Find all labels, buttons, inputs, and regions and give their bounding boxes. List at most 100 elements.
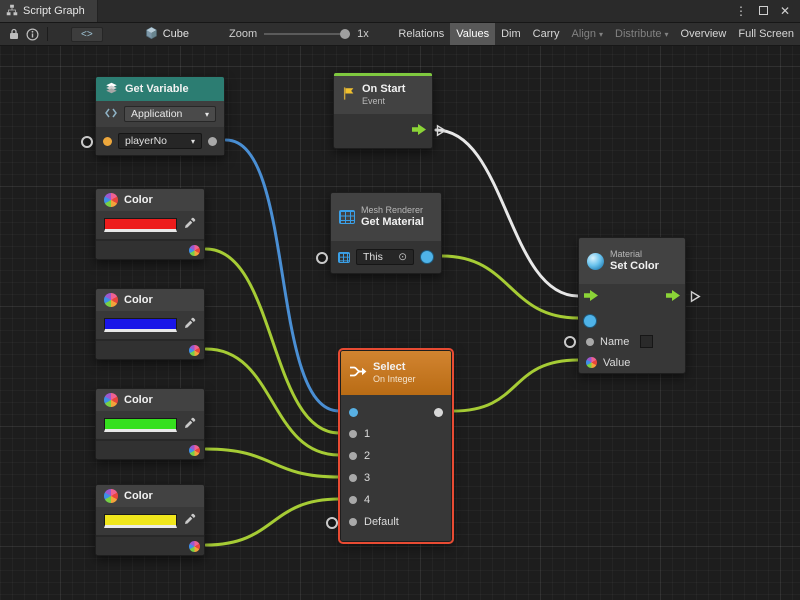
breadcrumb-root[interactable]: <> xyxy=(71,26,103,42)
node-title: Color xyxy=(124,194,153,206)
color-swatch[interactable] xyxy=(104,318,177,332)
color-swatch[interactable] xyxy=(104,418,177,432)
option-port[interactable] xyxy=(349,496,357,504)
info-icon[interactable] xyxy=(23,25,42,44)
maximize-icon[interactable] xyxy=(758,4,768,18)
option-label: 3 xyxy=(364,472,371,484)
zoom-label: Zoom xyxy=(228,28,258,40)
color-value-input-port[interactable] xyxy=(586,357,597,368)
color-output-port[interactable] xyxy=(189,444,200,456)
relations-button[interactable]: Relations xyxy=(398,28,445,40)
wire-color1-to-select-1[interactable] xyxy=(204,247,341,435)
color-output-port[interactable] xyxy=(189,344,200,356)
event-accent-strip xyxy=(334,73,432,76)
option-port[interactable] xyxy=(349,452,357,460)
name-input-port[interactable] xyxy=(586,337,594,346)
zoom-slider-handle[interactable] xyxy=(340,29,351,39)
node-header: Select On Integer xyxy=(341,351,451,395)
flow-output-port[interactable] xyxy=(666,290,680,304)
flow-input-port[interactable] xyxy=(584,290,598,304)
color-swatch[interactable] xyxy=(104,218,177,232)
zoom-value: 1x xyxy=(357,28,369,40)
color-wheel-icon xyxy=(104,193,118,207)
graph-target[interactable]: Cube xyxy=(145,26,189,43)
graph-target-label: Cube xyxy=(162,28,189,40)
variable-kind-icon xyxy=(104,107,118,122)
node-title: On Start xyxy=(362,83,406,95)
target-object-field[interactable]: This ⊙ xyxy=(356,249,414,265)
node-title: Select xyxy=(373,361,406,373)
eyedropper-icon[interactable] xyxy=(183,217,196,233)
unconnected-port-ring[interactable] xyxy=(81,136,93,148)
node-title: Get Variable xyxy=(125,83,189,95)
node-color-1[interactable]: Color xyxy=(95,188,205,260)
variable-scope-dropdown[interactable]: Application ▾ xyxy=(124,106,216,122)
selection-output-port[interactable] xyxy=(434,407,443,417)
eyedropper-icon[interactable] xyxy=(183,513,196,529)
color-output-port[interactable] xyxy=(189,540,200,552)
color-swatch[interactable] xyxy=(104,514,177,528)
unconnected-port-ring[interactable] xyxy=(564,336,576,348)
node-get-variable[interactable]: Get Variable Application ▾ playerNo ▾ xyxy=(81,76,225,156)
material-input-port[interactable] xyxy=(583,313,597,328)
close-icon[interactable]: ✕ xyxy=(779,4,790,18)
eyedropper-icon[interactable] xyxy=(183,317,196,333)
node-title: Color xyxy=(124,294,153,306)
zoom-slider-track[interactable] xyxy=(264,33,351,35)
variable-name-field[interactable]: playerNo ▾ xyxy=(118,133,202,149)
name-value-box[interactable] xyxy=(640,335,654,348)
wire-select-to-setcolor-value[interactable] xyxy=(451,358,580,413)
align-button[interactable]: Align▾ xyxy=(571,28,604,40)
wire-playerno-to-select[interactable] xyxy=(224,138,341,413)
lock-icon[interactable] xyxy=(4,25,23,44)
node-subtitle: On Integer xyxy=(373,374,416,385)
unconnected-port-ring[interactable] xyxy=(326,517,338,529)
wire-onstart-to-setcolor-flow[interactable] xyxy=(434,128,580,298)
material-output-port[interactable] xyxy=(420,250,434,264)
wire-color4-to-select-4[interactable] xyxy=(204,497,341,547)
wire-color2-to-select-2[interactable] xyxy=(204,347,341,457)
node-on-start[interactable]: On Start Event xyxy=(333,72,433,149)
node-color-2[interactable]: Color xyxy=(95,288,205,360)
option-port[interactable] xyxy=(349,430,357,438)
fullscreen-button[interactable]: Full Screen xyxy=(738,28,794,40)
zoom-slider[interactable] xyxy=(264,28,351,40)
color-wheel-icon xyxy=(104,393,118,407)
option-port[interactable] xyxy=(349,474,357,482)
input-label: Name xyxy=(600,335,630,348)
cube-icon xyxy=(145,26,158,43)
flow-output-port[interactable] xyxy=(412,124,426,138)
node-component: Mesh Renderer xyxy=(361,205,424,215)
variable-name-port[interactable] xyxy=(103,136,112,146)
eyedropper-icon[interactable] xyxy=(183,417,196,433)
object-picker-icon[interactable]: ⊙ xyxy=(398,251,407,263)
option-port[interactable] xyxy=(349,518,357,526)
selector-input-port[interactable] xyxy=(349,407,358,417)
dim-button[interactable]: Dim xyxy=(501,28,521,40)
color-wheel-icon xyxy=(104,489,118,503)
distribute-button[interactable]: Distribute▾ xyxy=(615,28,669,40)
node-color-4[interactable]: Color xyxy=(95,484,205,556)
wire-color3-to-select-3[interactable] xyxy=(204,447,341,479)
mesh-renderer-icon xyxy=(339,210,355,224)
variable-value-output-port[interactable] xyxy=(208,136,217,146)
unconnected-port-ring[interactable] xyxy=(316,252,328,264)
flow-arrowhead-icon xyxy=(436,124,447,140)
carry-button[interactable]: Carry xyxy=(532,28,560,40)
tab-script-graph[interactable]: Script Graph xyxy=(0,0,98,22)
color-output-port[interactable] xyxy=(189,244,200,256)
overview-button[interactable]: Overview xyxy=(680,28,727,40)
node-color-3[interactable]: Color xyxy=(95,388,205,460)
node-subtitle: Event xyxy=(362,96,386,107)
script-graph-icon xyxy=(6,4,18,19)
chevron-down-icon: ▾ xyxy=(204,109,209,119)
node-select[interactable]: Select On Integer 1 2 3 4 Default xyxy=(326,350,452,542)
tab-title: Script Graph xyxy=(23,5,85,17)
node-get-material[interactable]: Mesh Renderer Get Material This ⊙ xyxy=(316,192,442,274)
menu-icon[interactable]: ⋮ xyxy=(734,4,747,18)
option-label: 4 xyxy=(364,494,371,506)
values-button[interactable]: Values xyxy=(450,23,496,45)
wire-getmaterial-to-setcolor[interactable] xyxy=(440,254,580,320)
graph-canvas[interactable]: Get Variable Application ▾ playerNo ▾ xyxy=(0,46,800,600)
node-set-color[interactable]: Material Set Color Name Value xyxy=(564,237,686,374)
